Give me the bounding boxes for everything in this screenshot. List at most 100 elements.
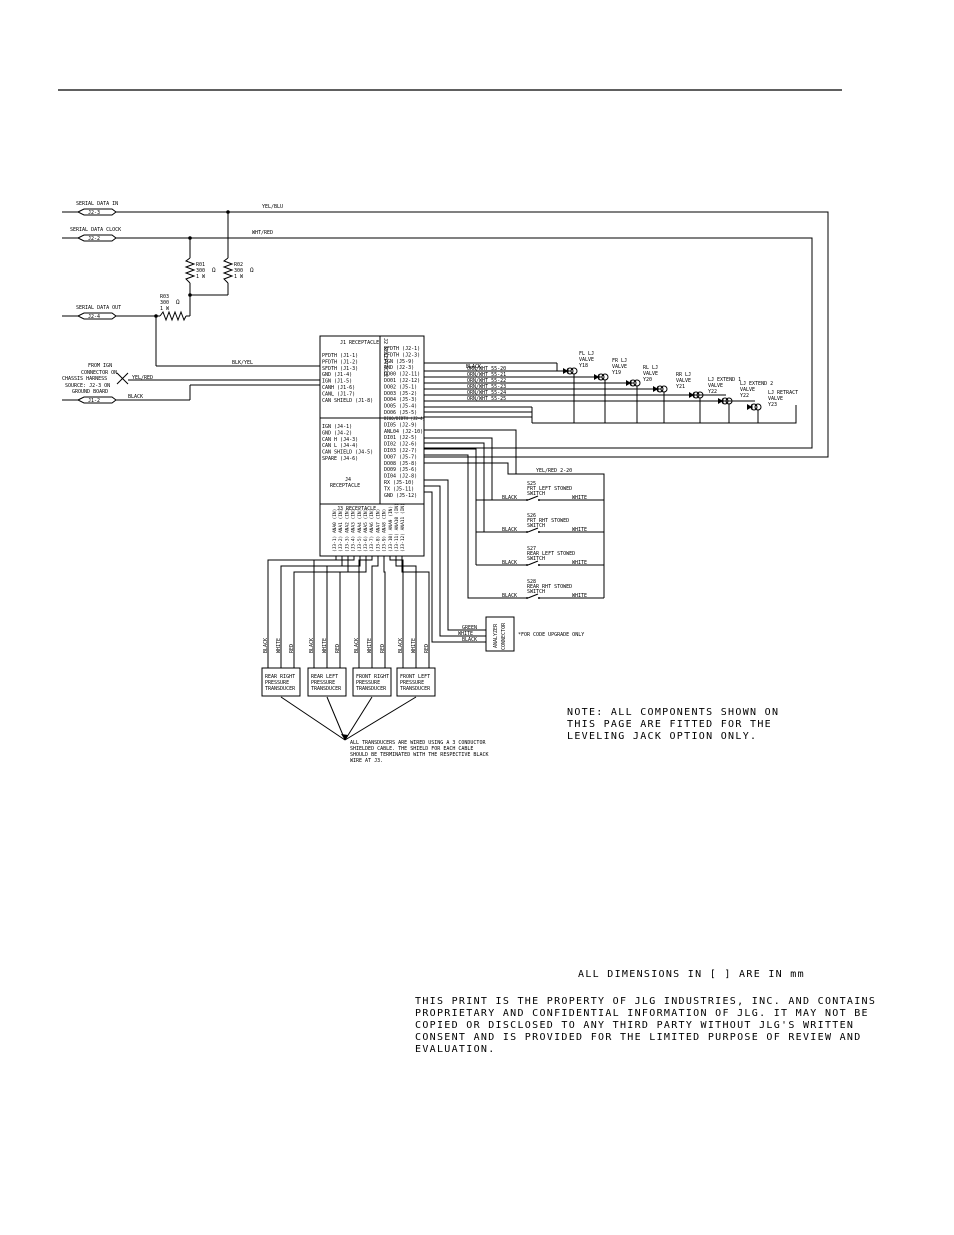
valve-label: VALVE [708, 383, 723, 389]
switch-left-wire: BLACK [502, 593, 517, 599]
j4-pin-label: CAN H (J4-3) [322, 437, 358, 443]
input-label: SERIAL DATA CLOCK [70, 227, 121, 233]
transducer-wire-label: WHITE [367, 638, 373, 653]
j3-pin-label: (J3-12) ANA11 (IN) [400, 503, 406, 552]
transducer-wire-label: WHITE [411, 638, 417, 653]
valve-wire-label: ORN/WHT 55-23 [467, 384, 506, 390]
valve-label: VALVE [643, 371, 658, 377]
j5-pin-label: DI03 (J2-7) [384, 448, 417, 454]
j3-pin-label: (J3-3) ANA2 (IN) [344, 509, 350, 552]
j4-pin-label: IGN (J4-1) [322, 424, 352, 430]
ohm-symbol: Ω [250, 267, 254, 274]
leveling-note: NOTE: ALL COMPONENTS SHOWN ON THIS PAGE … [567, 707, 779, 742]
switch-name: REAR LEFT STOWED [527, 551, 575, 557]
j3-pin-label: (J3-1) ANA0 (IN) [332, 509, 338, 552]
j5-pin-label: DI04 (J2-8) [384, 474, 417, 480]
wire-label-black: BLACK [128, 394, 143, 400]
j3-pin-label: (J3-2) ANA1 (IN) [338, 509, 344, 552]
input-ground: J1-2 [62, 396, 117, 404]
valve-wire-label: ORN/WHT 55-22 [467, 378, 506, 384]
notice-line: COPIED OR DISCLOSED TO ANY THIRD PARTY W… [415, 1020, 854, 1031]
j2-pin-label: DO01 (J2-12) [384, 378, 420, 384]
j4-pin-label: SPARE (J4-6) [322, 456, 358, 462]
j1-pin-label: GND (J1-4) [322, 372, 352, 378]
valve-wire-label: ORN/WHT 55-21 [467, 372, 506, 378]
j2-pin-label: DO02 (J5-1) [384, 384, 417, 390]
valve-label: Y18 [579, 363, 588, 369]
notice-line: EVALUATION. [415, 1044, 496, 1055]
wire-label-yel-blu: YEL/BLU [262, 204, 283, 210]
valve-wire-label: ORN/WHT 55-20 [467, 366, 506, 372]
switch-right-wire: WHITE [572, 560, 587, 566]
notice-line: PROPRIETARY AND CONFIDENTIAL INFORMATION… [415, 1008, 869, 1019]
valve-label: VALVE [768, 396, 783, 402]
switch-name: REAR RHT STOWED [527, 584, 572, 590]
valve-label: RL LJ [643, 365, 658, 371]
transducer-wire-label: BLACK [354, 638, 360, 653]
transducer-arrows [280, 696, 417, 741]
notice-line: CONSENT AND IS PROVIDED FOR THE LIMITED … [415, 1032, 862, 1043]
valve-label: FL LJ [579, 351, 594, 357]
valve-label: Y19 [612, 370, 621, 376]
from-ign-note: FROM IGN CONNECTOR ON CHASSIS HARNESS SO… [62, 363, 129, 395]
j1-pin-label: CANL (J1-7) [322, 391, 355, 397]
transducer-label: TRANSDUCER [311, 686, 342, 692]
j1-pin-label: PFDTH (J1-1) [322, 353, 358, 359]
note-line: CONNECTOR ON [81, 370, 117, 376]
j2-pin-label: IGN (J5-9) [384, 359, 414, 365]
input-connector: J2-3 [88, 210, 100, 216]
transducer-label: TRANSDUCER [400, 686, 431, 692]
transducer-wire-label: WHITE [276, 638, 282, 653]
j3-pin-label: (J3-11) ANA10 (IN) [394, 503, 400, 552]
j2-receptacle: J2 RECEPTACLE PFDTH (J2-1)PFDTH (J2-3)IG… [382, 338, 425, 499]
transducer-label: FRONT LEFT [400, 674, 430, 680]
j1-receptacle: J1 RECEPTACLE PFDTH (J1-1)PFDTH (J1-2)SF… [322, 340, 379, 404]
analyzer-connector: ANALYZER CONNECTOR *FOR CODE UPGRADE ONL… [424, 479, 584, 652]
switch-feeds [424, 429, 517, 599]
note-line: ALL TRANSDUCERS ARE WIRED USING A 3 COND… [350, 740, 486, 746]
transducer-wire-label: RED [424, 644, 430, 653]
j1-pin-label: SFDTH (J1-3) [322, 366, 358, 372]
valve-label: VALVE [579, 357, 594, 363]
j2-title: J2 RECEPTACLE [382, 338, 388, 377]
valve-label: VALVE [676, 378, 691, 384]
j5-pin-label: DO08 (J5-8) [384, 461, 417, 467]
j4-pin-label: CAN SHIELD (J4-5) [322, 450, 373, 456]
j2-pin-label: PFDTH (J2-3) [384, 352, 420, 358]
wire-label-black: BLACK [462, 637, 477, 643]
switch-id: S25 [527, 481, 536, 487]
note-line: FROM IGN [88, 363, 112, 369]
ohm-symbol: Ω [212, 267, 216, 274]
j5-pin-label: TX (J5-11) [384, 486, 414, 492]
wire-label-wht-red: WHT/RED [252, 230, 273, 236]
ohm-symbol: Ω [176, 299, 180, 306]
note-line: NOTE: ALL COMPONENTS SHOWN ON [567, 707, 779, 718]
j2-pin-label: DO06 (J5-5) [384, 410, 417, 416]
input-connector: J2-2 [88, 236, 100, 242]
switch-right-wire: WHITE [572, 527, 587, 533]
j5-pin-label: DI01 (J2-5) [384, 435, 417, 441]
j3-receptacle: J3 RECEPTACLE (J3-1) ANA0 (IN)(J3-2) ANA… [332, 503, 406, 552]
note-line: SHOULD BE TERMINATED WITH THE RESPECTIVE… [350, 752, 488, 758]
j1-pin-label: IGN (J1-5) [322, 379, 352, 385]
wire-label-blk-yel: BLK/YEL [232, 360, 253, 366]
valve-label: Y22 [708, 389, 717, 395]
j4-title: RECEPTACLE [330, 483, 360, 489]
resistor-r02: R02 300 Ω 1 W [222, 257, 254, 284]
note-line: SOURCE: J2-3 ON [65, 383, 110, 389]
input-label: SERIAL DATA OUT [76, 305, 121, 311]
j3-pin-label: (J3-6) ANA5 (IN) [363, 509, 369, 552]
valve-label: VALVE [740, 387, 755, 393]
note-line: SHIELDED CABLE. THE SHIELD FOR EACH CABL… [350, 746, 473, 752]
transducer-wire-label: BLACK [309, 638, 315, 653]
j1-pin-label: CAN SHIELD (J1-8) [322, 398, 373, 404]
switch-left-wire: BLACK [502, 527, 517, 533]
valve-label: VALVE [612, 364, 627, 370]
transducer-label: TRANSDUCER [356, 686, 387, 692]
